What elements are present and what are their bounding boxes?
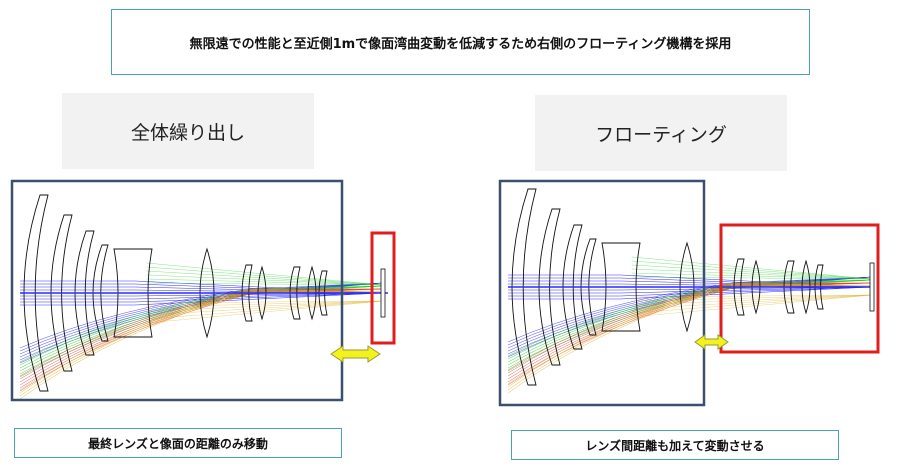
ray (508, 286, 873, 297)
ray (146, 300, 384, 308)
ray (19, 290, 384, 397)
left-red-frame (370, 231, 396, 345)
ray (631, 294, 873, 310)
lens-element (580, 238, 597, 336)
ray (19, 288, 384, 380)
right-red-frame (719, 223, 880, 354)
lens-element (307, 265, 317, 321)
ray (19, 289, 384, 394)
left-double-arrow (330, 345, 381, 363)
ray (631, 260, 873, 280)
ray (507, 282, 873, 374)
ray (19, 285, 384, 366)
ray (508, 286, 873, 300)
lens-element (783, 260, 795, 314)
lens-element (241, 264, 253, 322)
ray (508, 286, 873, 294)
ray (507, 285, 872, 394)
right-title: フローティング (535, 95, 787, 171)
lens-element (679, 241, 695, 333)
right-caption-text: レンズ間距離も加えて変動させる (585, 438, 765, 453)
left-lens-diagram (10, 179, 396, 402)
ray (146, 300, 384, 324)
right-double-arrow (694, 334, 729, 350)
ray (507, 282, 873, 377)
lens-element (92, 244, 109, 342)
ray (19, 285, 384, 369)
right-title-text: フローティング (595, 123, 727, 146)
right-ray-bundle (507, 256, 873, 394)
lens-element (199, 247, 215, 339)
ray (631, 276, 873, 280)
ray (146, 282, 384, 286)
lens-element (23, 194, 49, 392)
left-caption: 最終レンズと像面の距離のみ移動 (14, 428, 342, 458)
lens-element (113, 248, 153, 338)
ray (507, 283, 873, 388)
ray (507, 279, 873, 363)
ray (19, 282, 384, 349)
right-lens-diagram (498, 179, 880, 407)
left-image-plane (380, 268, 386, 318)
right-lens-elements (511, 188, 824, 386)
header-note-text: 無限遠での性能と至近側1mで像面湾曲変動を低減するため右側のフローティング機構を… (189, 36, 732, 52)
lens-element (601, 242, 641, 332)
ray (631, 268, 873, 280)
ray (507, 282, 873, 385)
lens-element (50, 214, 73, 372)
left-lens-elements (23, 194, 328, 392)
ray (146, 300, 384, 304)
lens-element (814, 264, 824, 310)
ray (631, 256, 873, 280)
ray (507, 276, 873, 349)
lens-element (74, 230, 95, 356)
lens-element (562, 224, 583, 350)
ray (146, 300, 384, 320)
ray (20, 292, 384, 303)
ray (20, 292, 384, 300)
lens-element (289, 266, 301, 320)
lens-element (257, 265, 267, 321)
ray (507, 279, 873, 360)
ray (146, 262, 384, 286)
ray (508, 286, 873, 291)
lens-element (511, 188, 537, 386)
ray (631, 294, 873, 318)
ray (19, 288, 384, 383)
ray (507, 284, 873, 391)
ray (146, 278, 384, 286)
left-caption-text: 最終レンズと像面の距離のみ移動 (88, 436, 268, 451)
left-title-text: 全体繰り出し (130, 121, 245, 144)
ray (631, 294, 873, 314)
left-ray-bundle (19, 262, 384, 400)
ray (631, 294, 873, 306)
ray (19, 291, 383, 400)
right-image-plane (869, 262, 875, 312)
header-note: 無限遠での性能と至近側1mで像面湾曲変動を低減するため右側のフローティング機構を… (111, 9, 810, 75)
ray (19, 288, 384, 391)
lens-element (733, 258, 745, 316)
lens-element (318, 270, 328, 316)
right-navy-frame (498, 179, 706, 407)
ray (146, 266, 384, 286)
right-caption: レンズ間距離も加えて変動させる (511, 430, 839, 460)
lens-element (751, 259, 761, 315)
ray (631, 272, 873, 280)
ray (631, 264, 873, 280)
ray (631, 294, 873, 298)
lens-element (801, 259, 811, 315)
ray (20, 292, 384, 306)
lens-element (538, 208, 561, 366)
ray (20, 292, 384, 297)
left-navy-frame (10, 179, 344, 402)
ray (19, 282, 384, 355)
left-title: 全体繰り出し (62, 93, 314, 169)
ray (507, 276, 873, 343)
ray (631, 294, 873, 302)
